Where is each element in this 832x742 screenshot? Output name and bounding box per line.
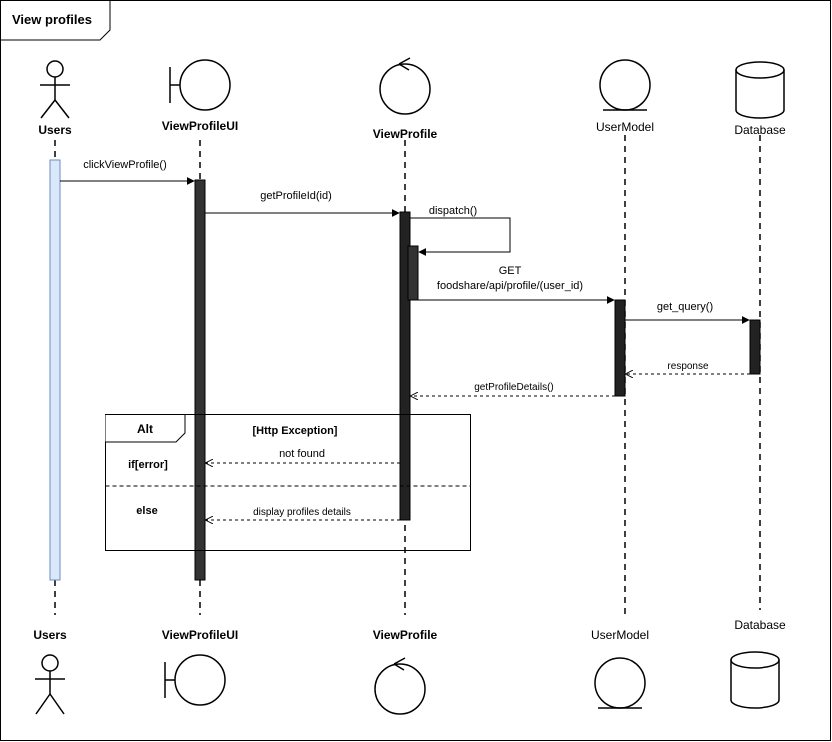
activation-view-profile-ui xyxy=(194,179,206,581)
label-get-profile-id: getProfileId(id) xyxy=(260,190,332,202)
participant-view-profile-bottom: ViewProfile xyxy=(373,628,438,642)
title-tab xyxy=(0,0,111,41)
alt-if-label: if[error] xyxy=(128,459,168,471)
diagram-title: View profiles xyxy=(12,12,92,27)
participant-view-profile-ui-bottom: ViewProfileUI xyxy=(162,628,238,642)
label-display-profiles-details: display profiles details xyxy=(253,507,351,518)
label-dispatch: dispatch() xyxy=(429,205,477,217)
participant-users-bottom: Users xyxy=(33,628,67,642)
participant-view-profile-ui: ViewProfileUI xyxy=(162,119,238,133)
alt-label-tab xyxy=(105,414,186,443)
activation-view-profile xyxy=(399,211,411,521)
boundary-icon-bottom xyxy=(164,654,226,706)
actor-icon xyxy=(40,60,70,119)
label-not-found: not found xyxy=(279,448,325,460)
label-get-line1: GET xyxy=(499,265,522,277)
boundary-icon xyxy=(169,59,231,111)
alt-guard: [Http Exception] xyxy=(253,425,338,437)
control-icon xyxy=(379,57,431,115)
participant-user-model: UserModel xyxy=(596,120,654,134)
database-icon-bottom xyxy=(730,651,780,709)
activation-database xyxy=(749,319,761,375)
actor-icon-bottom xyxy=(35,654,65,715)
alt-label: Alt xyxy=(137,422,153,436)
label-get-profile-details: getProfileDetails() xyxy=(474,382,553,393)
activation-users xyxy=(49,159,61,581)
alt-fragment xyxy=(105,414,471,551)
participant-user-model-bottom: UserModel xyxy=(591,628,649,642)
label-get-query: get_query() xyxy=(657,301,713,313)
entity-icon-bottom xyxy=(594,657,646,709)
database-icon xyxy=(735,61,785,119)
activation-view-profile-nested xyxy=(407,245,419,301)
alt-else-label: else xyxy=(136,505,157,517)
label-click-view-profile: clickViewProfile() xyxy=(83,159,167,171)
participant-view-profile: ViewProfile xyxy=(373,127,438,141)
message-dispatch xyxy=(410,217,511,256)
label-response: response xyxy=(667,361,709,372)
activation-user-model xyxy=(614,299,626,397)
participant-users: Users xyxy=(38,123,72,137)
control-icon-bottom xyxy=(374,657,426,715)
label-get-line2: foodshare/api/profile/(user_id) xyxy=(437,280,583,292)
entity-icon xyxy=(599,59,651,111)
participant-database-bottom: Database xyxy=(734,618,786,632)
participant-database: Database xyxy=(734,123,786,137)
